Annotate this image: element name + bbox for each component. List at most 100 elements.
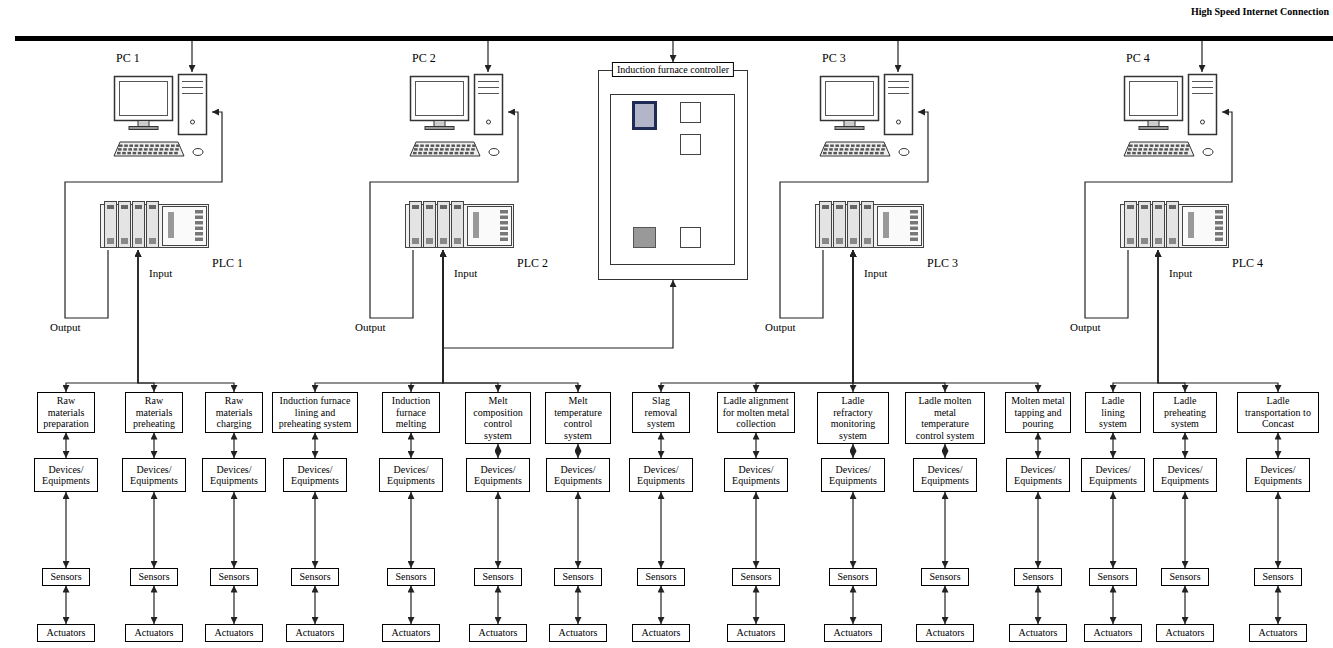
actuator-box: Actuators (549, 624, 607, 642)
sensor-box: Sensors (387, 568, 435, 586)
node-label: Actuators (215, 627, 254, 639)
node-label: Devices/ Equipments (1085, 464, 1141, 487)
node-label: Devices/ Equipments (917, 464, 973, 487)
connector-arrow (65, 112, 222, 318)
process-box: Ladle preheating system (1153, 392, 1217, 433)
connector-arrow (672, 41, 673, 62)
node-label: Actuators (47, 627, 86, 639)
actuator-box: Actuators (1009, 624, 1067, 642)
node-label: Devices/ Equipments (206, 464, 262, 487)
node-label: Induction furnace lining and preheating … (276, 395, 354, 430)
node-label: Sensors (929, 571, 960, 583)
node-label: Sensors (50, 571, 81, 583)
plc-icon (405, 200, 515, 250)
node-label: Devices/ Equipments (1010, 464, 1066, 487)
actuator-box: Actuators (1156, 624, 1214, 642)
node-label: Actuators (559, 627, 598, 639)
connector-arrow (314, 586, 315, 625)
device-box: Devices/ Equipments (1246, 458, 1310, 492)
connector-arrow (852, 492, 853, 568)
connector-arrow (65, 492, 66, 568)
device-box: Devices/ Equipments (1006, 458, 1070, 492)
plc-unit: PLC 3 (815, 200, 925, 250)
node-label: Raw materials preheating (129, 395, 179, 430)
connector-arrow (780, 112, 928, 318)
computer-icon (408, 72, 508, 164)
process-box: Ladle alignment for molten metal collect… (717, 392, 795, 433)
sensor-box: Sensors (1089, 568, 1137, 586)
node-label: Sensors (218, 571, 249, 583)
device-box: Devices/ Equipments (821, 458, 885, 492)
node-label: PC 2 (412, 51, 436, 66)
node-label: Sensors (1169, 571, 1200, 583)
process-box: Melt temperature control system (545, 392, 611, 444)
network-bus: High Speed Internet Connection (15, 0, 1333, 41)
actuator-box: Actuators (469, 624, 527, 642)
device-box: Devices/ Equipments (629, 458, 693, 492)
sensor-box: Sensors (829, 568, 877, 586)
connector-arrow (65, 586, 66, 625)
connector-arrow (1277, 433, 1278, 459)
device-box: Devices/ Equipments (379, 458, 443, 492)
input-label: Input (863, 267, 888, 279)
sensor-box: Sensors (291, 568, 339, 586)
node-label: Actuators (642, 627, 681, 639)
node-label: PLC 3 (927, 256, 958, 271)
node-label: Devices/ Equipments (38, 464, 94, 487)
computer-node: PC 4 (1122, 72, 1222, 164)
connector-arrow (755, 492, 756, 568)
actuator-box: Actuators (205, 624, 263, 642)
connector-arrow (138, 250, 234, 392)
node-label: PC 4 (1126, 51, 1150, 66)
connector-arrow (315, 250, 443, 392)
node-label: Sensors (482, 571, 513, 583)
node-label: Actuators (1166, 627, 1205, 639)
device-box: Devices/ Equipments (724, 458, 788, 492)
node-label: Induction furnace controller (612, 62, 734, 77)
connector-arrow (1112, 586, 1113, 625)
connector-arrow (233, 492, 234, 568)
node-label: Sensors (1262, 571, 1293, 583)
node-label: Actuators (1094, 627, 1133, 639)
controller-panel-outline (598, 62, 748, 280)
node-label: Ladle molten metal temperature control s… (909, 395, 981, 441)
device-box: Devices/ Equipments (122, 458, 186, 492)
actuator-box: Actuators (1249, 624, 1307, 642)
actuator-box: Actuators (727, 624, 785, 642)
node-label: Actuators (296, 627, 335, 639)
node-label: Actuators (834, 627, 873, 639)
connector-arrow (853, 250, 1038, 392)
node-label: Devices/ Equipments (728, 464, 784, 487)
connector-arrow (497, 444, 498, 458)
node-label: Sensors (299, 571, 330, 583)
node-label: Actuators (737, 627, 776, 639)
sensor-box: Sensors (554, 568, 602, 586)
sensor-box: Sensors (474, 568, 522, 586)
node-label: Ladle refractory monitoring system (821, 395, 885, 441)
connector-arrow (944, 586, 945, 625)
controller-panel: Induction furnace controller (598, 62, 748, 280)
actuator-box: Actuators (286, 624, 344, 642)
connector-arrow (233, 433, 234, 459)
node-label: Slag removal system (636, 395, 686, 430)
node-label: Devices/ Equipments (633, 464, 689, 487)
connector-arrow (660, 586, 661, 625)
sensor-box: Sensors (1161, 568, 1209, 586)
connector-arrow (443, 250, 578, 392)
connector-arrow (233, 586, 234, 625)
node-label: Actuators (1019, 627, 1058, 639)
connector-arrow (487, 41, 488, 72)
connector-arrow (1112, 433, 1113, 459)
node-label: Sensors (562, 571, 593, 583)
sensor-box: Sensors (1014, 568, 1062, 586)
connector-arrow (153, 433, 154, 459)
output-label: Output (49, 321, 82, 333)
connector-arrow (410, 586, 411, 625)
connector-arrow (314, 433, 315, 459)
process-box: Raw materials charging (205, 392, 263, 433)
device-box: Devices/ Equipments (34, 458, 98, 492)
connector-arrow (577, 492, 578, 568)
connector-arrow (1037, 433, 1038, 459)
process-box: Ladle lining system (1085, 392, 1141, 433)
process-box: Ladle transportation to Concast (1237, 392, 1319, 433)
